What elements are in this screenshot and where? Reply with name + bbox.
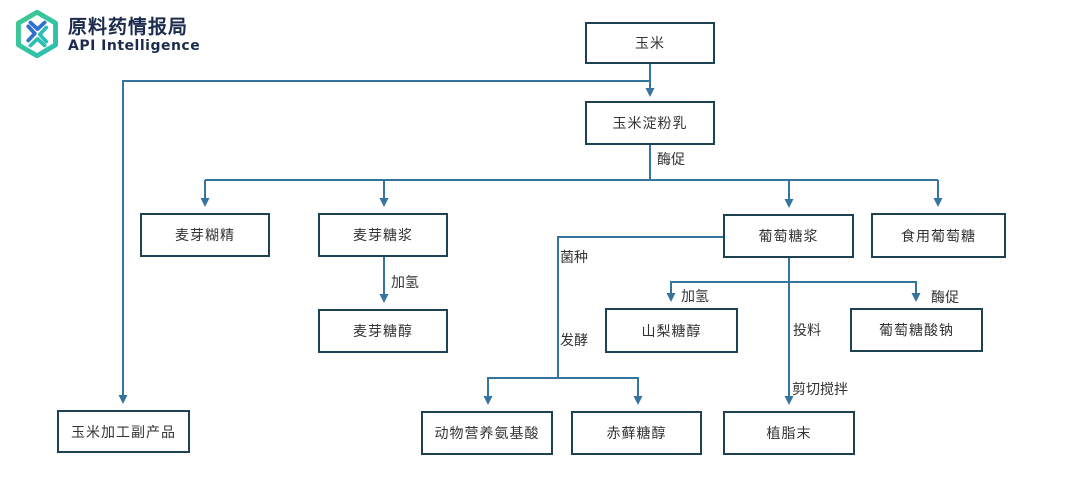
edge-label-fermentation: 发酵 (560, 334, 588, 349)
node-corn-starch-milk: 玉米淀粉乳 (585, 101, 715, 145)
node-maltitol: 麦芽糖醇 (318, 309, 448, 353)
edge-label-strain: 菌种 (560, 251, 588, 266)
edge-label-hydrogenation-left: 加氢 (391, 276, 419, 291)
logo-subtitle: API Intelligence (68, 38, 201, 55)
node-glucose-syrup: 葡萄糖浆 (723, 214, 854, 258)
node-edible-glucose: 食用葡萄糖 (871, 213, 1006, 258)
logo-title: 原料药情报局 (68, 16, 189, 39)
edge-label-enzymatic-top: 酶促 (657, 153, 685, 168)
node-sorbitol: 山梨糖醇 (605, 308, 738, 353)
node-corn-byproduct: 玉米加工副产品 (57, 410, 190, 453)
edge-label-feeding: 投料 (793, 324, 821, 339)
edge-label-hydrogenation-right: 加氢 (681, 290, 709, 305)
edge-label-shear-mix: 剪切搅拌 (792, 383, 848, 398)
node-sodium-gluconate: 葡萄糖酸钠 (850, 308, 983, 352)
logo: 原料药情报局 API Intelligence (14, 9, 201, 62)
logo-icon (14, 9, 60, 62)
node-fat-powder: 植脂末 (723, 411, 855, 455)
node-animal-amino-acid: 动物营养氨基酸 (421, 411, 553, 455)
node-maltodextrin: 麦芽糊精 (140, 213, 270, 257)
node-erythritol: 赤藓糖醇 (571, 411, 702, 455)
node-maltose-syrup: 麦芽糖浆 (318, 213, 448, 257)
node-corn: 玉米 (585, 22, 715, 64)
edge-label-enzymatic-right: 酶促 (931, 291, 959, 306)
